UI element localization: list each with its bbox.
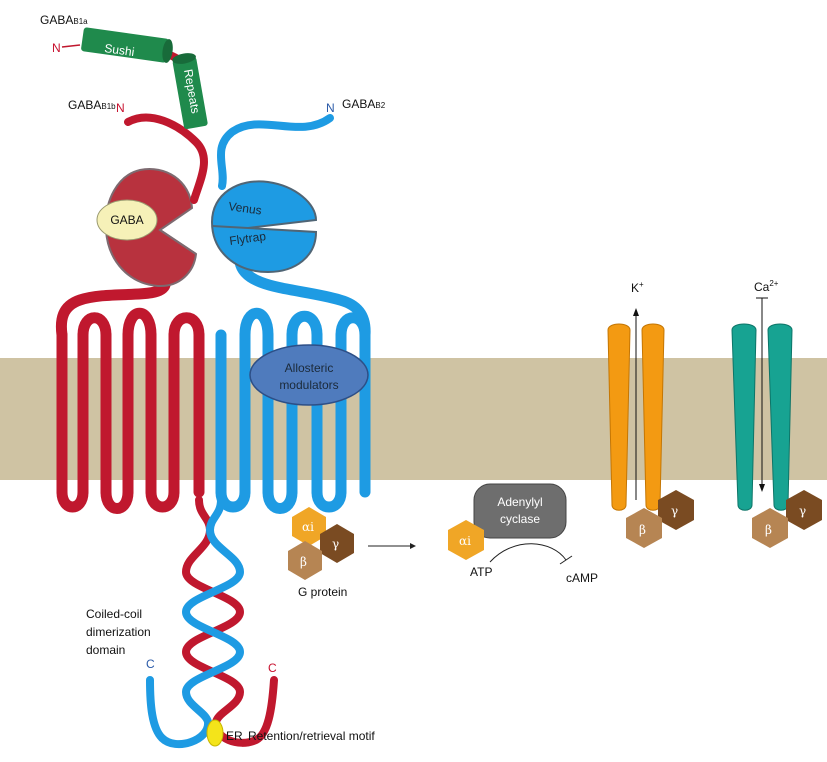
g-beta-hexagon [288,541,322,580]
coiled-coil-label-line1: Coiled-coil [86,607,142,621]
g-alpha-label: αi [302,520,314,534]
atp-camp-inhibition [489,543,567,563]
gaba-b1a-n-terminus: N [52,41,61,55]
adenylyl-label-line1: Adenylyl [497,495,542,509]
ca-gamma-hexagon [786,490,822,530]
k-gamma-label: γ [671,504,678,518]
gaba-b2-c-tail [146,496,245,749]
atp-label: ATP [470,565,492,579]
allosteric-label-line2: modulators [279,378,338,392]
coiled-coil-label-line3: domain [86,643,125,657]
venus-label: Venus [228,199,263,218]
coiled-coil-domain [146,496,278,749]
k-ion-label: K+ [631,280,644,295]
coiled-coil-label-line2: dimerization [86,625,151,639]
ca-ion-label: Ca2+ [754,279,779,294]
ca-channel [731,323,793,511]
allosteric-modulators [249,344,369,406]
ca-gamma-label: γ [799,504,806,518]
g-protein: αi γ β [288,507,354,580]
gaba-b2-n-terminus: N [326,101,335,115]
er-label: ER [226,729,243,743]
cell-membrane [0,358,827,480]
camp-label: cAMP [566,571,598,585]
sushi-domain [81,27,173,63]
sushi-label: Sushi [104,41,136,59]
gaba-b1-transmembrane [55,279,205,514]
gaba-b1-c-terminus: C [268,661,277,675]
allosteric-label-line1: Allosteric [285,361,334,375]
ac-g-alpha-hexagon [448,520,484,560]
adenylyl-cyclase [473,483,567,539]
b1a-n-terminal-line [61,44,81,48]
g-beta-label: β [300,555,307,569]
gaba-b2-c-terminus: C [146,657,155,671]
gaba-ligand-label: GABA [110,213,143,227]
ca-beta-label: β [765,523,772,537]
k-beta-hexagon [626,508,662,548]
ac-g-alpha-label: αi [459,534,471,548]
adenylyl-label-line2: cyclase [500,512,540,526]
g-gamma-hexagon [320,524,354,563]
gaba-ligand [96,199,158,241]
k-beta-label: β [639,523,646,537]
g-alpha-hexagon [292,507,326,546]
gaba-b1a-label: GABAB1a [40,13,88,27]
er-retention-motif [206,719,224,747]
k-channel [607,323,665,511]
gaba-b1b-label: GABAB1b [68,98,116,112]
g-protein-label: G protein [298,585,347,599]
flytrap-label: Flytrap [228,229,267,248]
g-gamma-label: γ [332,537,339,551]
ca-beta-hexagon [752,508,788,548]
gaba-b1-c-tail [181,496,278,747]
gaba-b2-transmembrane [215,256,371,514]
gaba-b2-n-terminal [216,114,334,190]
repeats-domain [172,53,208,130]
gaba-b1b-n-terminus: N [116,101,125,115]
gaba-b2-label: GABAB2 [342,97,386,111]
retention-motif-label: Retention/retrieval motif [248,729,375,743]
k-gamma-hexagon [658,490,694,530]
gaba-b2-venus-flytrap [210,180,318,274]
gaba-b1-n-terminal [124,113,208,204]
